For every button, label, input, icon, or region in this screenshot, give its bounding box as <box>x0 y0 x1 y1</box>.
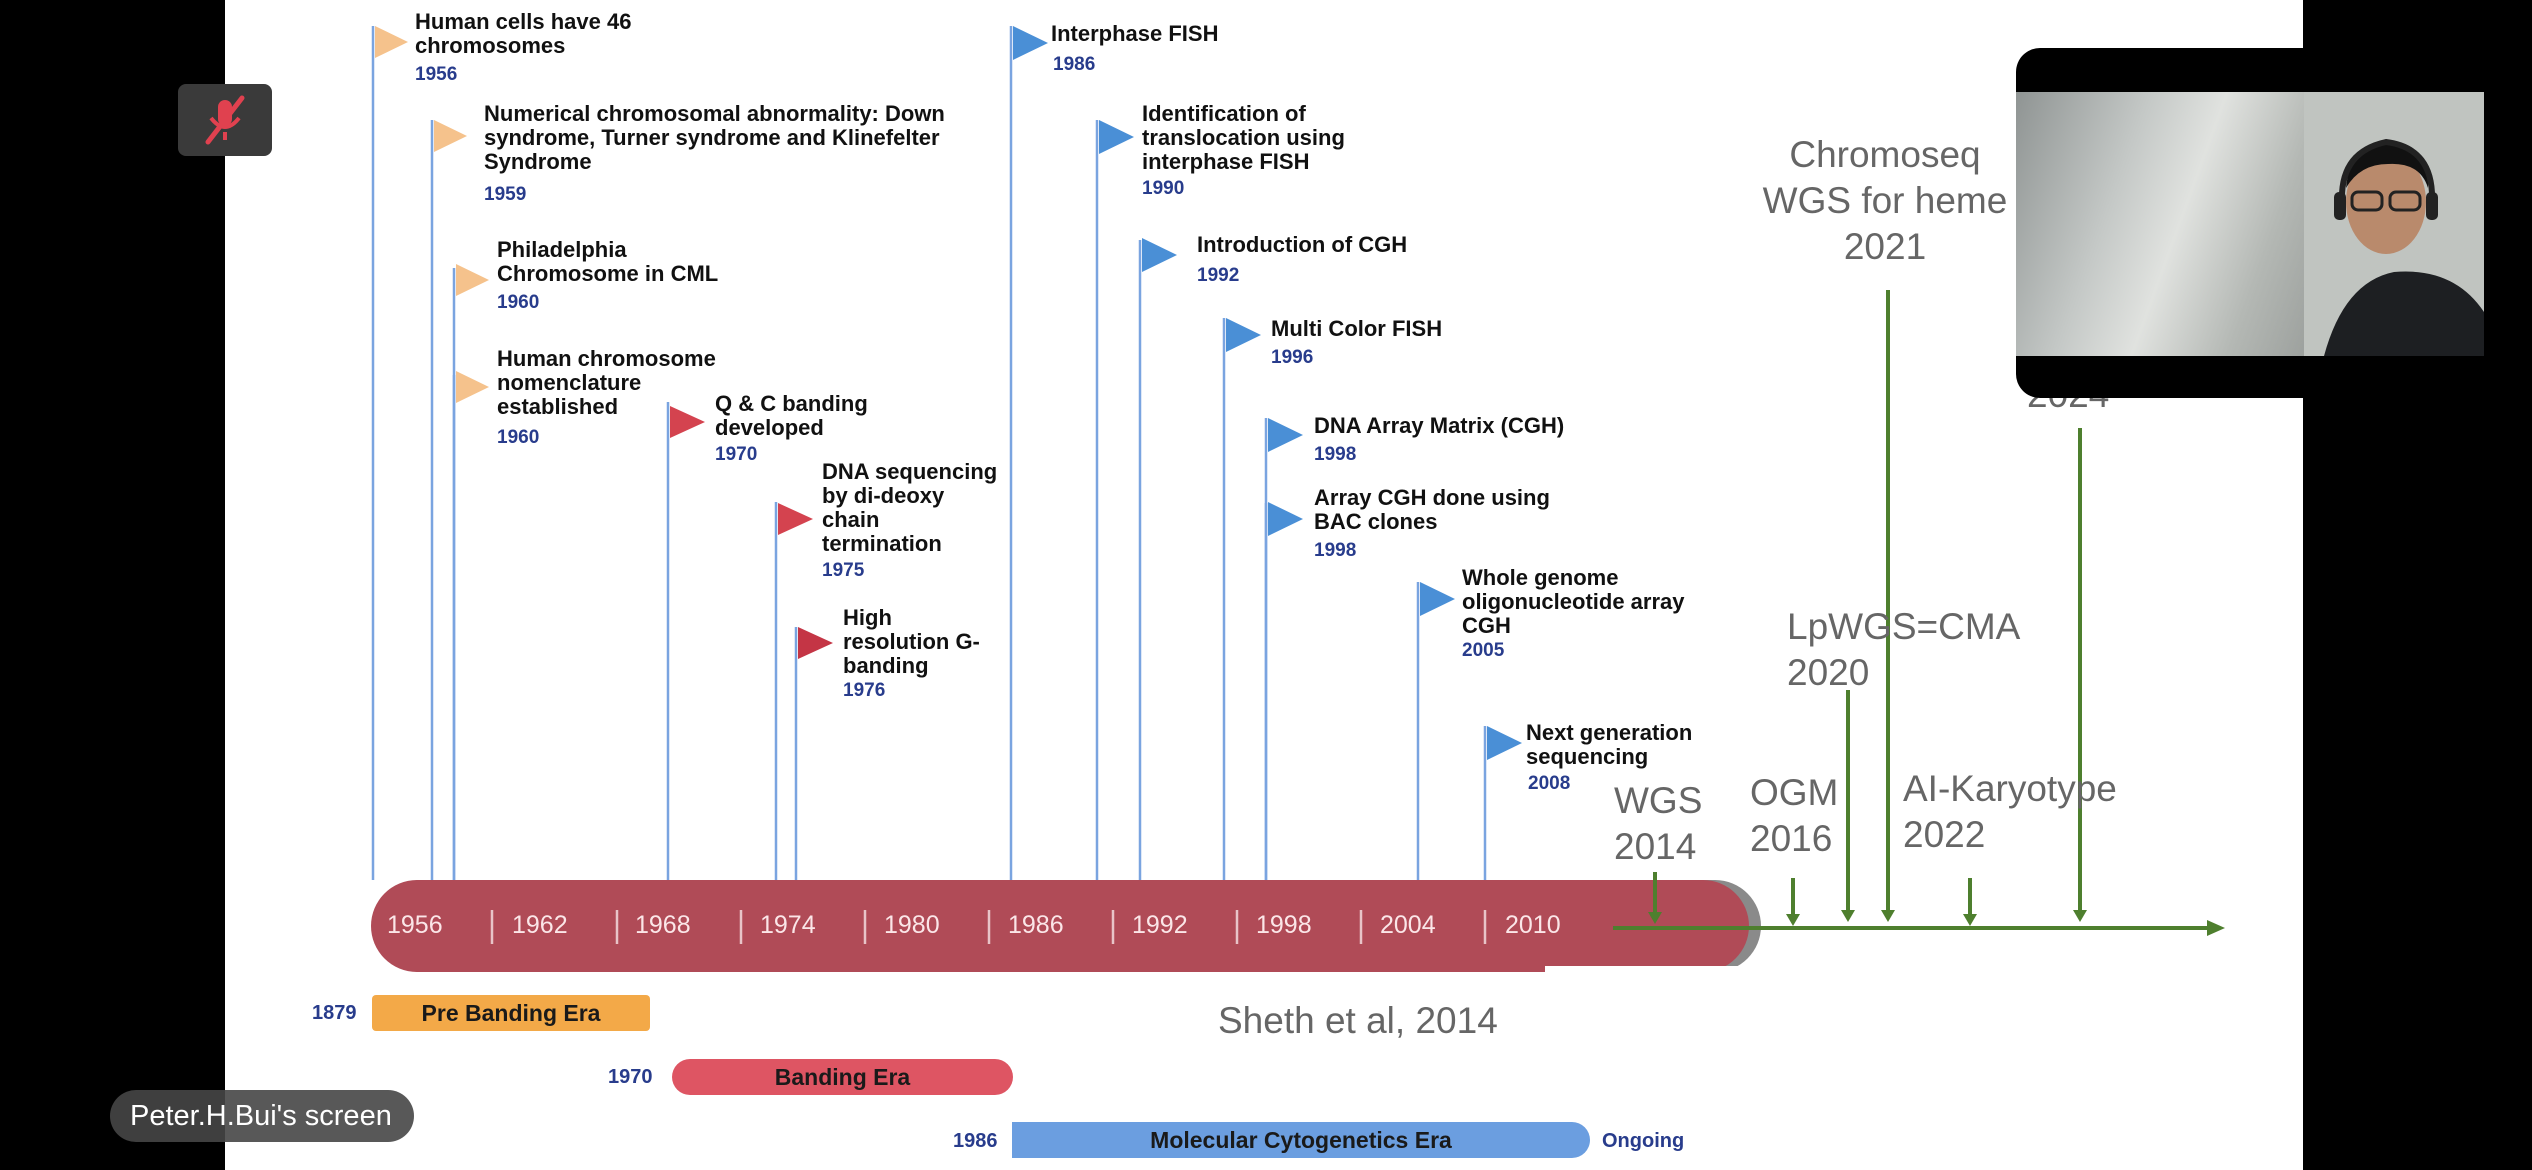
flag-1959 <box>434 120 467 152</box>
era-end-molecular: Ongoing <box>1602 1130 1685 1152</box>
annotation-chromoseq: Chromoseq WGS for heme 2021 <box>1762 134 2008 267</box>
flag-1960b <box>456 371 489 403</box>
event-1990: Identification of translocation using in… <box>1142 101 1345 200</box>
participant-video-tile[interactable] <box>2016 48 2304 398</box>
participant-video-feed-extension <box>2304 92 2484 356</box>
era-pre-banding: Pre Banding Era <box>372 995 650 1031</box>
flag-1996 <box>1226 318 1261 352</box>
flag-1992 <box>1142 238 1177 272</box>
event-1970: Q & C banding developed 1970 <box>715 391 868 466</box>
timeline-graphics <box>371 26 2225 976</box>
annotation-ai-karyotype: AI-Karyotype 2022 <box>1903 768 2117 855</box>
annotation-ogm: OGM 2016 <box>1750 772 1839 859</box>
flag-2008 <box>1487 726 1522 760</box>
mute-button[interactable] <box>178 84 272 156</box>
flag-1990 <box>1099 120 1134 154</box>
participant-video-feed <box>2016 92 2304 356</box>
annotation-lpwgs: LpWGS=CMA 2020 <box>1787 606 2021 693</box>
timeline-year-2010: 2010 <box>1505 911 1561 939</box>
event-1960-philadelphia: Philadelphia Chromosome in CML 1960 <box>497 237 719 314</box>
event-2005: Whole genome oligonucleotide array CGH 2… <box>1462 565 1685 662</box>
citation: Sheth et al, 2014 <box>1218 1000 1498 1041</box>
event-1975: DNA sequencing by di-deoxy chain termina… <box>822 459 998 582</box>
event-1996: Multi Color FISH 1996 <box>1271 316 1443 369</box>
era-banding: Banding Era <box>672 1059 1013 1095</box>
era-start-banding: 1970 <box>608 1066 653 1088</box>
timeline-year-1980: 1980 <box>884 911 940 939</box>
event-1998-bac: Array CGH done using BAC clones 1998 <box>1314 485 1550 562</box>
timeline-year-1956: 1956 <box>387 911 443 939</box>
timeline-year-1968: 1968 <box>635 911 691 939</box>
mic-muted-icon <box>205 95 245 145</box>
annotation-wgs: WGS 2014 <box>1614 780 1703 867</box>
event-1960-nomenclature: Human chromosome nomenclature establishe… <box>497 346 716 449</box>
era-molecular: Molecular Cytogenetics Era <box>1012 1122 1590 1158</box>
flag-1986 <box>1013 26 1048 60</box>
timeline-year-2004: 2004 <box>1380 911 1436 939</box>
event-1959: Numerical chromosomal abnormality: Down … <box>484 101 945 206</box>
timeline-bar <box>371 880 1749 972</box>
event-1998-array-matrix: DNA Array Matrix (CGH) 1998 <box>1314 413 1565 466</box>
timeline-year-1998: 1998 <box>1256 911 1312 939</box>
era-start-pre: 1879 <box>312 1002 357 1024</box>
presentation-slide: 1956 1962 1968 1974 1980 1986 1992 1998 … <box>225 0 2303 1170</box>
flag-1998b <box>1268 502 1303 536</box>
event-1976: High resolution G- banding 1976 <box>843 605 980 702</box>
flag-1960a <box>456 264 489 296</box>
era-start-molecular: 1986 <box>953 1130 998 1152</box>
timeline-year-1986: 1986 <box>1008 911 1064 939</box>
flag-1975 <box>778 503 813 535</box>
flag-2005 <box>1420 582 1455 616</box>
timeline-year-1974: 1974 <box>760 911 816 939</box>
participant-avatar-figure <box>2304 92 2484 356</box>
event-1992: Introduction of CGH 1992 <box>1197 232 1408 287</box>
screen-share-label: Peter.H.Bui's screen <box>110 1090 414 1142</box>
flag-1976 <box>798 627 833 659</box>
timeline-year-1962: 1962 <box>512 911 568 939</box>
event-2008: Next generation sequencing 2008 <box>1526 720 1693 795</box>
flag-1970 <box>670 406 705 438</box>
event-1956: Human cells have 46 chromosomes 1956 <box>415 9 632 86</box>
timeline-year-1992: 1992 <box>1132 911 1188 939</box>
flag-1998a <box>1268 418 1303 452</box>
event-1986: Interphase FISH 1986 <box>1051 21 1219 76</box>
flag-1956 <box>375 26 408 58</box>
